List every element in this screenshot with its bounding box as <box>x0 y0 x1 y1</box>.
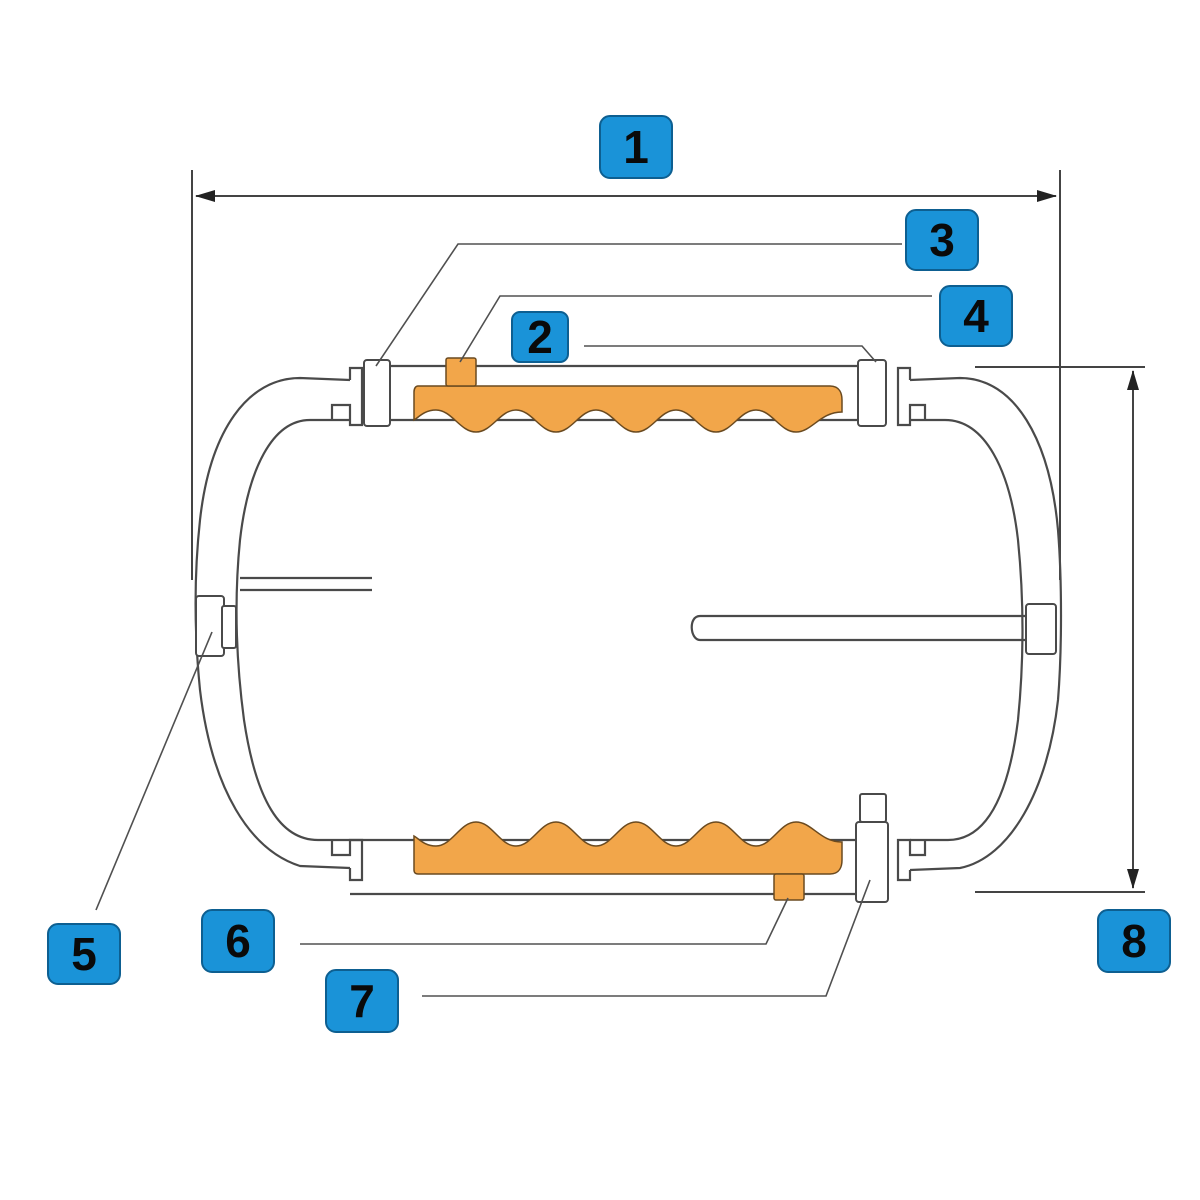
callout-2: 2 <box>511 311 569 363</box>
water-connection-pipe <box>690 603 1057 655</box>
callout-3: 3 <box>905 209 979 271</box>
callout-8: 8 <box>1097 909 1171 973</box>
svg-text:6: 6 <box>225 915 251 967</box>
callout-7: 7 <box>325 969 399 1033</box>
callout-4: 4 <box>939 285 1013 347</box>
callout-6: 6 <box>201 909 275 973</box>
svg-text:4: 4 <box>963 290 989 342</box>
vessel-shell <box>194 364 1063 896</box>
width-dimension <box>191 170 1061 580</box>
svg-text:2: 2 <box>527 311 553 363</box>
callout-5: 5 <box>47 923 121 985</box>
svg-text:3: 3 <box>929 214 955 266</box>
top-right-clamp <box>857 359 887 427</box>
svg-text:1: 1 <box>623 121 649 173</box>
svg-text:5: 5 <box>71 928 97 980</box>
bottom-membrane <box>413 821 843 875</box>
top-air-valve-plug <box>445 357 477 387</box>
bottom-outlet-fitting <box>855 793 889 903</box>
bottom-plug <box>773 873 805 901</box>
top-left-clamp <box>363 359 391 427</box>
top-membrane <box>413 385 843 433</box>
svg-text:7: 7 <box>349 975 375 1027</box>
left-valve <box>195 576 372 657</box>
height-dimension <box>975 366 1145 893</box>
callout-1: 1 <box>599 115 673 179</box>
svg-text:8: 8 <box>1121 915 1147 967</box>
leader-lines <box>95 243 932 997</box>
